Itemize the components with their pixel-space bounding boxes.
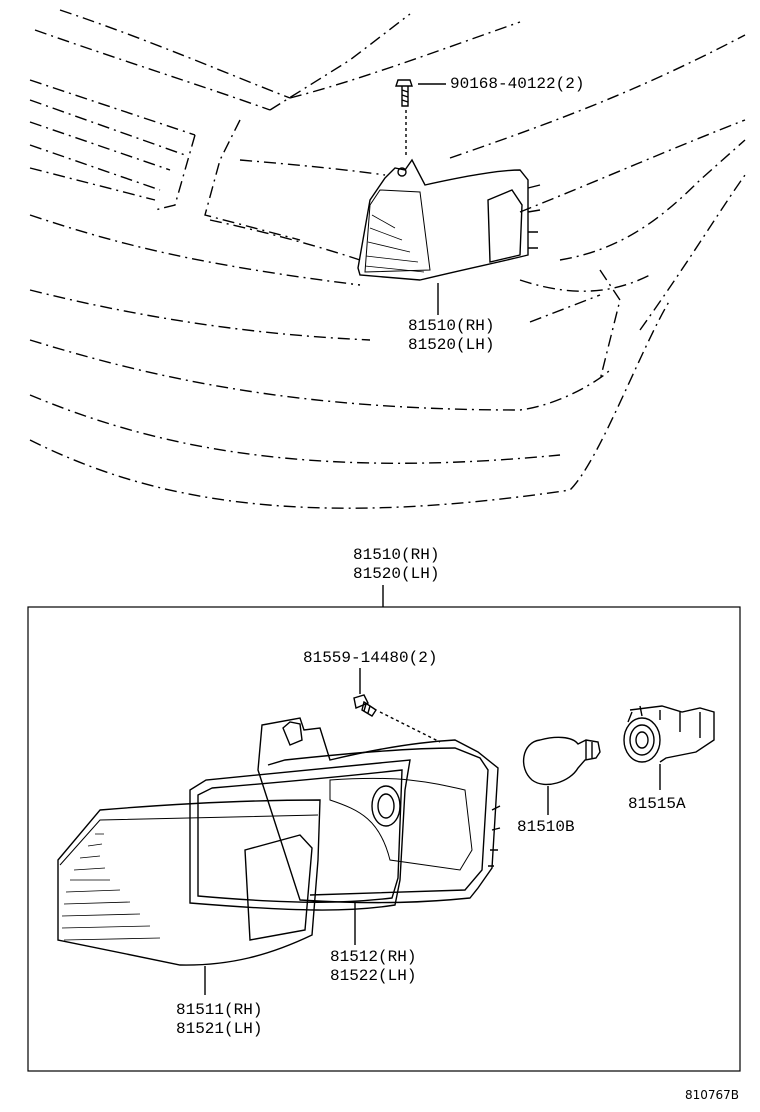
vehicle-front-outline — [29, 9, 746, 509]
bulb — [522, 736, 601, 786]
socket — [623, 705, 715, 763]
lamp-lens — [57, 799, 321, 966]
assembly-lh-part-number: 81520(LH) — [353, 565, 440, 583]
small-screw-guide — [379, 711, 441, 743]
upper-lamp-lh-part-number: 81520(LH) — [408, 336, 495, 354]
housing-rh-part-number: 81512(RH) — [330, 948, 417, 966]
upper-lamp-rh-part-number: 81510(RH) — [408, 317, 495, 335]
corner-lamp-installed — [357, 158, 541, 281]
upper-screw — [395, 79, 413, 107]
small-screw — [353, 694, 377, 717]
lamp-gasket — [189, 759, 411, 911]
bulb-part-number: 81510B — [517, 818, 575, 836]
assembly-frame — [27, 606, 741, 1072]
housing-lh-part-number: 81522(LH) — [330, 967, 417, 985]
lens-lh-part-number: 81521(LH) — [176, 1020, 263, 1038]
socket-part-number: 81515A — [628, 795, 686, 813]
assembly-rh-part-number: 81510(RH) — [353, 546, 440, 564]
small-screw-part-number: 81559-14480(2) — [303, 649, 438, 667]
lamp-housing — [257, 717, 501, 904]
lens-rh-part-number: 81511(RH) — [176, 1001, 263, 1019]
drawing-code: 810767B — [685, 1088, 740, 1102]
upper-screw-part-number: 90168-40122(2) — [450, 75, 585, 93]
